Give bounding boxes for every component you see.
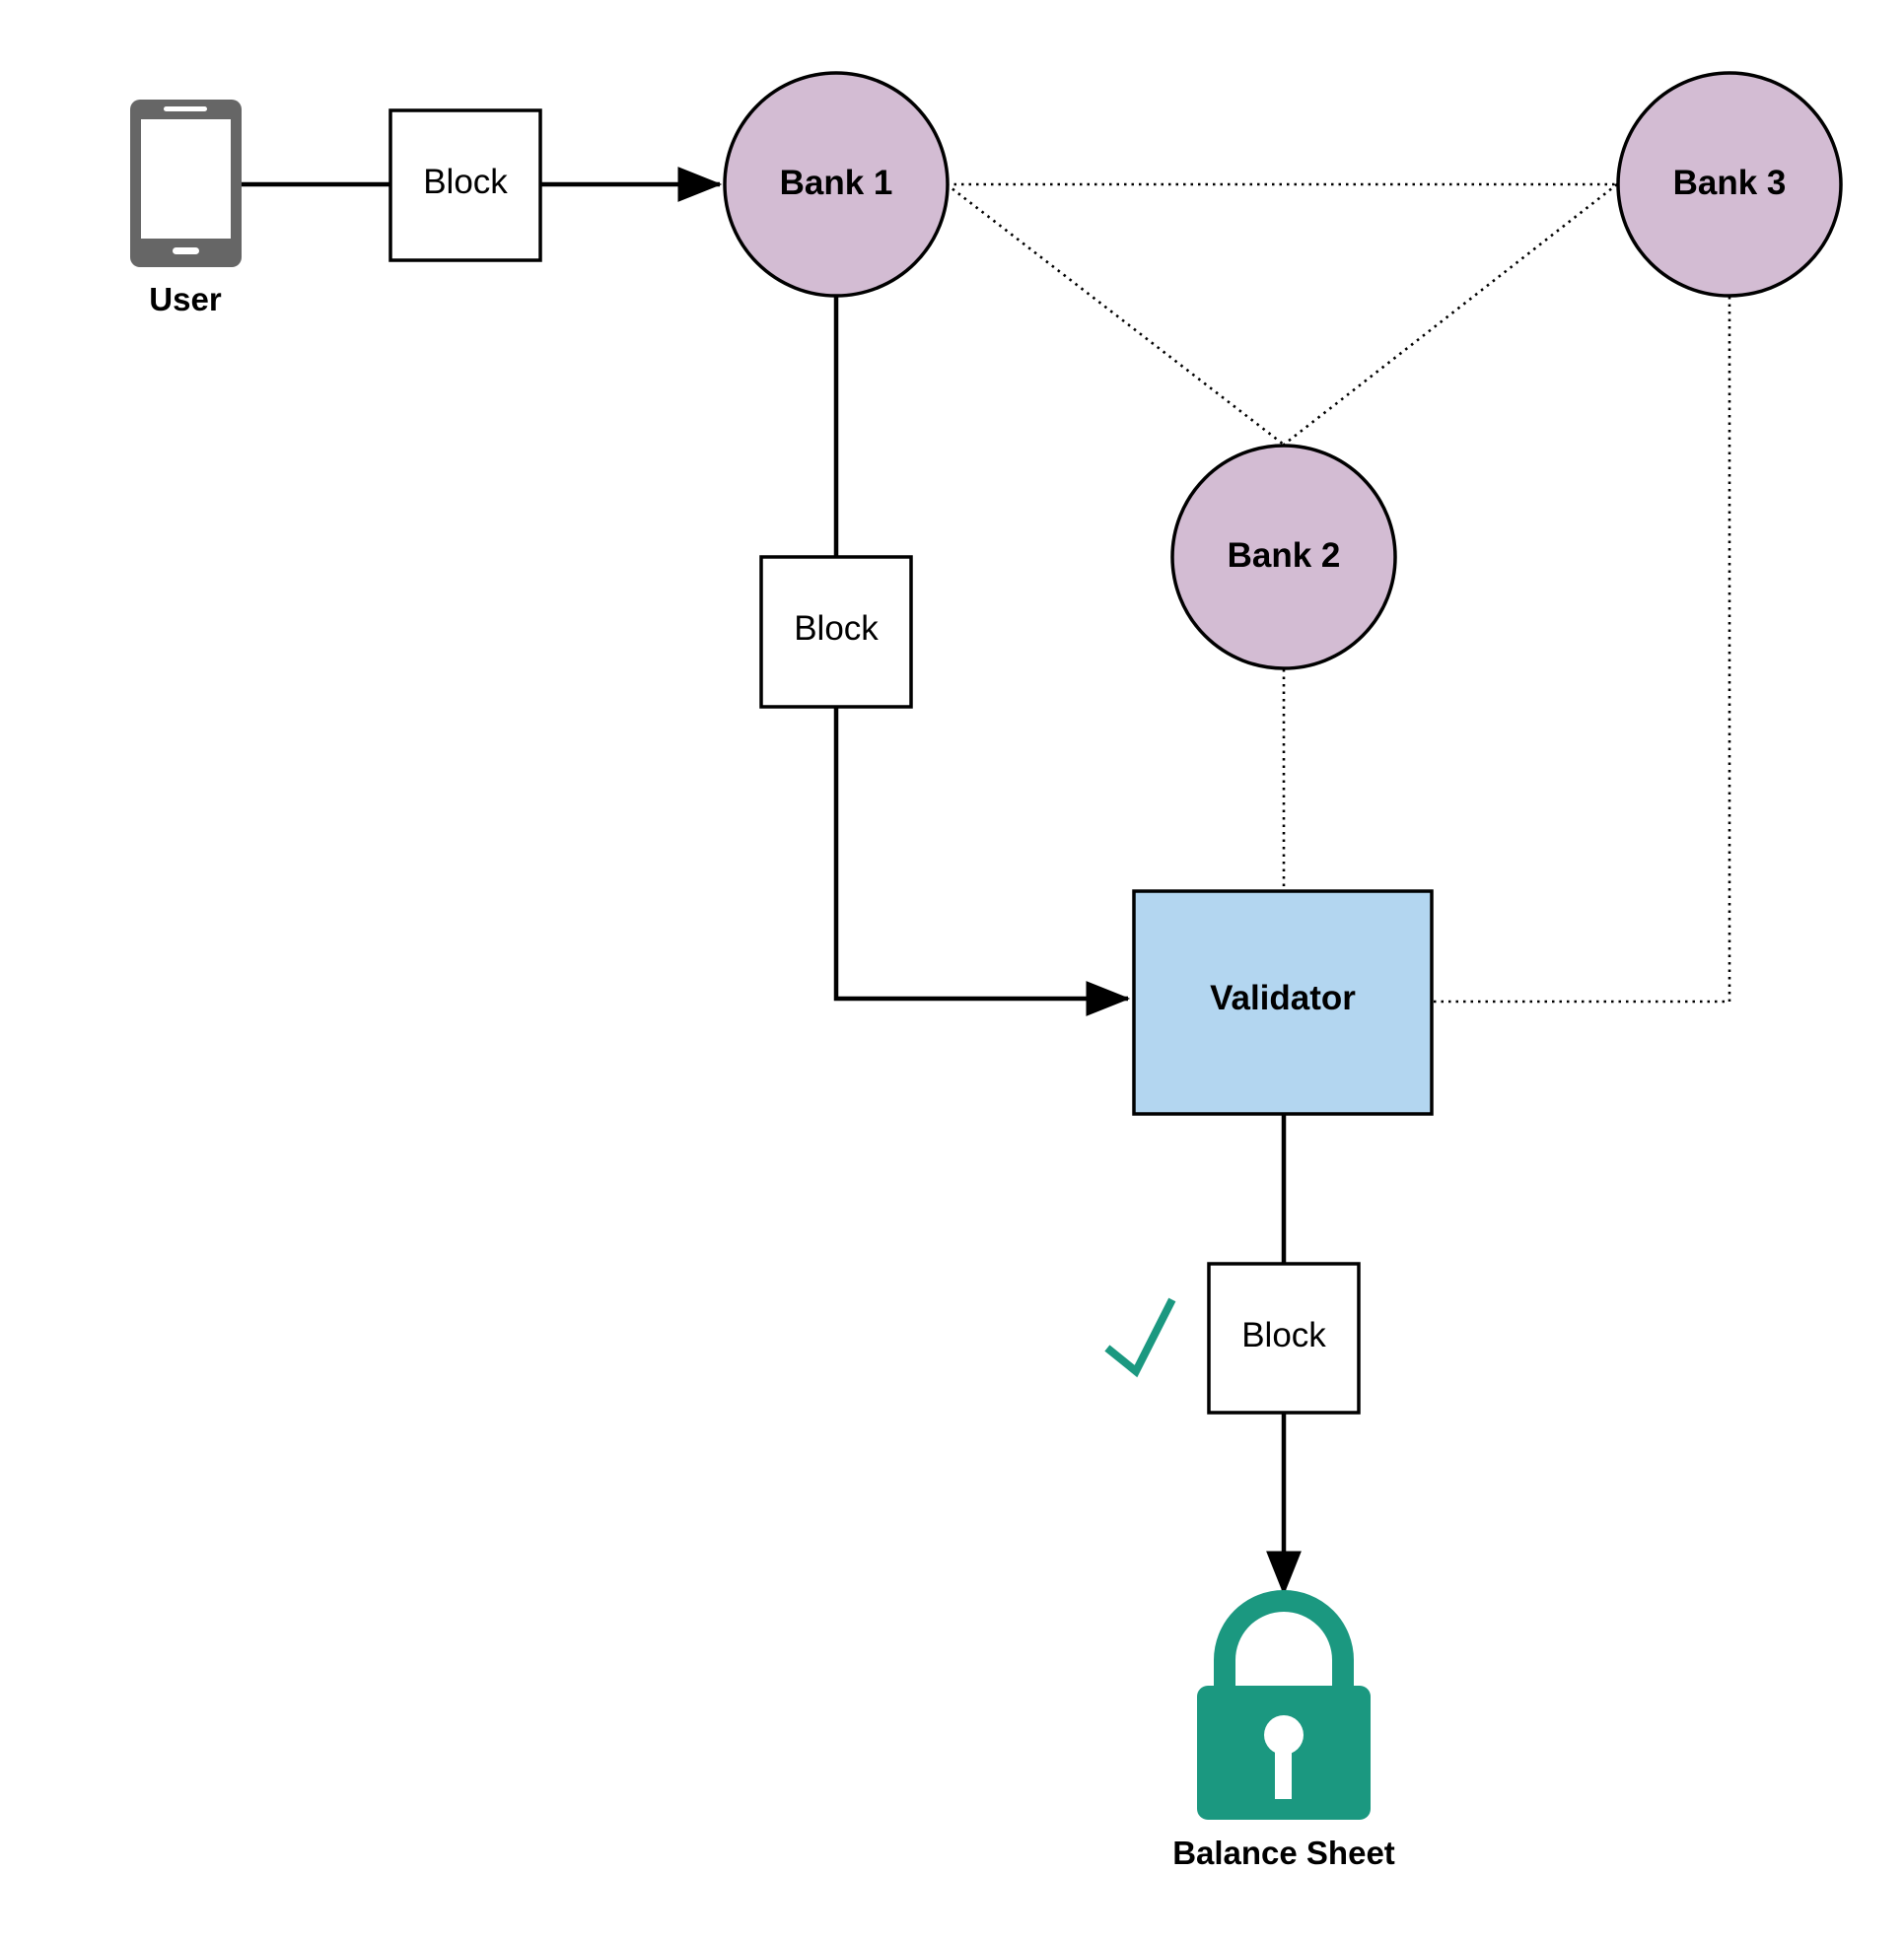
lock-icon: [1197, 1590, 1371, 1820]
block-node-user: Block: [388, 108, 542, 262]
edge-bank1-bank2: [946, 182, 1285, 447]
block-node-bank1: Block: [759, 555, 913, 709]
edge-block-to-validator: [833, 707, 1131, 1016]
balance-sheet-label: Balance Sheet: [1172, 1835, 1395, 1871]
bank2-label: Bank 2: [1228, 536, 1341, 575]
edges: [242, 167, 1731, 1596]
checkmark-icon: [1104, 1297, 1176, 1378]
validator-label: Validator: [1210, 979, 1356, 1017]
user-label: User: [149, 281, 222, 317]
bank3-node: Bank 3: [1616, 71, 1843, 298]
block-validated-label: Block: [1241, 1316, 1326, 1354]
bank1-label: Bank 1: [780, 164, 893, 202]
bank1-node: Bank 1: [723, 71, 950, 298]
block-user-label: Block: [423, 163, 508, 201]
edge-bank3-validator: [1432, 297, 1731, 1004]
block-node-validated: Block: [1207, 1262, 1361, 1415]
edge-bank3-bank2: [1283, 182, 1618, 447]
validator-node: Validator: [1132, 889, 1434, 1116]
bank2-node: Bank 2: [1170, 444, 1397, 670]
smartphone-icon: [130, 100, 242, 267]
block-bank1-label: Block: [794, 609, 879, 648]
bank3-label: Bank 3: [1673, 164, 1787, 202]
balance-sheet-node: Balance Sheet: [1172, 1590, 1395, 1871]
user-node: User: [130, 100, 242, 317]
